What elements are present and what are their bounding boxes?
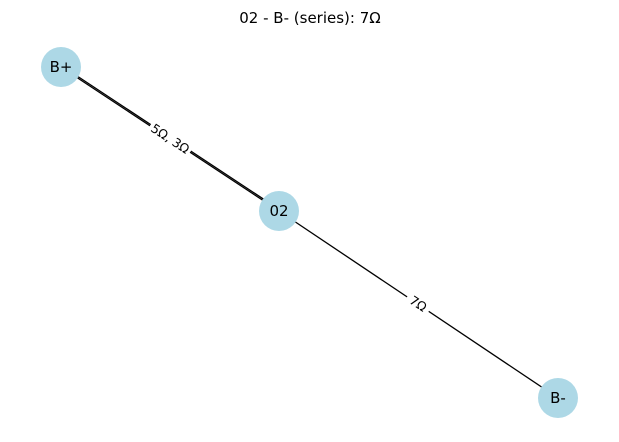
diagram-title: 02 - B- (series): 7Ω	[239, 9, 380, 27]
edge-label-bg-02-bminus	[402, 289, 434, 318]
node-circle-bplus	[41, 47, 81, 87]
nodes-layer: B+ 02 B-	[41, 47, 578, 418]
node-circle-02	[259, 191, 299, 231]
node-label-bminus: B-	[550, 389, 566, 407]
node-label-bplus: B+	[50, 58, 73, 76]
edge-label-bg-bplus-02	[145, 118, 195, 159]
node-label-02: 02	[269, 202, 288, 220]
node-bplus: B+	[41, 47, 81, 87]
node-02: 02	[259, 191, 299, 231]
node-bminus: B-	[538, 378, 578, 418]
node-circle-bminus	[538, 378, 578, 418]
